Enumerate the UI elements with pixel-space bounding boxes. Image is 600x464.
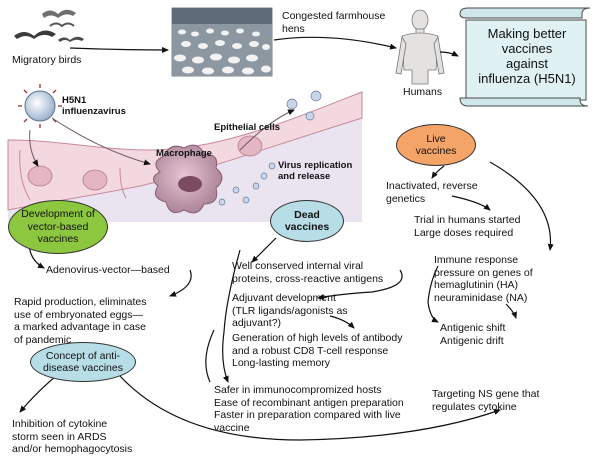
adenovirus-vector-text: Adenovirus-vector—based <box>46 264 170 276</box>
targeting-ns-gene-text: Targeting NS gene that regulates cytokin… <box>432 388 540 413</box>
safer-hosts-text: Safer in immunocompromized hosts Ease of… <box>214 384 404 434</box>
anti-disease-vaccines-oval: Concept of anti- disease vaccines <box>30 342 136 382</box>
macrophage-label: Macrophage <box>156 148 212 159</box>
farmhouse-hens-photo <box>171 7 273 77</box>
farmhouse-hens-label: Congested farmhouse hens <box>282 10 386 35</box>
virus-replication-label: Virus replication and release <box>278 160 353 182</box>
adjuvant-text: Adjuvant development (TLR ligands/agonis… <box>232 292 348 329</box>
live-vaccines-oval: Live vaccines <box>396 124 476 166</box>
migratory-birds-label: Migratory birds <box>12 54 82 66</box>
generation-antibody-text: Generation of high levels of antibody an… <box>232 332 403 369</box>
epithelial-cells-label: Epithelial cells <box>214 122 280 133</box>
vector-vaccines-oval: Development of vector-based vaccines <box>8 200 108 254</box>
rapid-production-text: Rapid production, eliminates use of embr… <box>14 296 147 346</box>
migratory-birds-icon <box>14 9 84 42</box>
human-figure-icon <box>395 9 445 85</box>
immune-response-text: Immune response pressure on genes of hem… <box>434 254 533 304</box>
dead-vaccines-oval: Dead vaccines <box>270 200 344 242</box>
humans-label: Humans <box>403 86 443 98</box>
title-scroll <box>459 7 591 107</box>
cell-illustration <box>7 82 363 222</box>
antigenic-shift-text: Antigenic shift Antigenic drift <box>440 322 506 347</box>
scroll-title: Making better vaccines against influenza… <box>478 26 576 86</box>
well-conserved-text: Well conserved internal viral proteins, … <box>232 260 384 285</box>
virus-icon <box>18 84 62 128</box>
virus-label: H5N1 influenzavirus <box>62 95 126 117</box>
inhibition-cytokine-text: Inhibition of cytokine storm seen in ARD… <box>12 418 133 455</box>
trial-humans-text: Trial in humans started Large doses requ… <box>414 214 521 239</box>
inactivated-text: Inactivated, reverse genetics <box>386 180 478 205</box>
